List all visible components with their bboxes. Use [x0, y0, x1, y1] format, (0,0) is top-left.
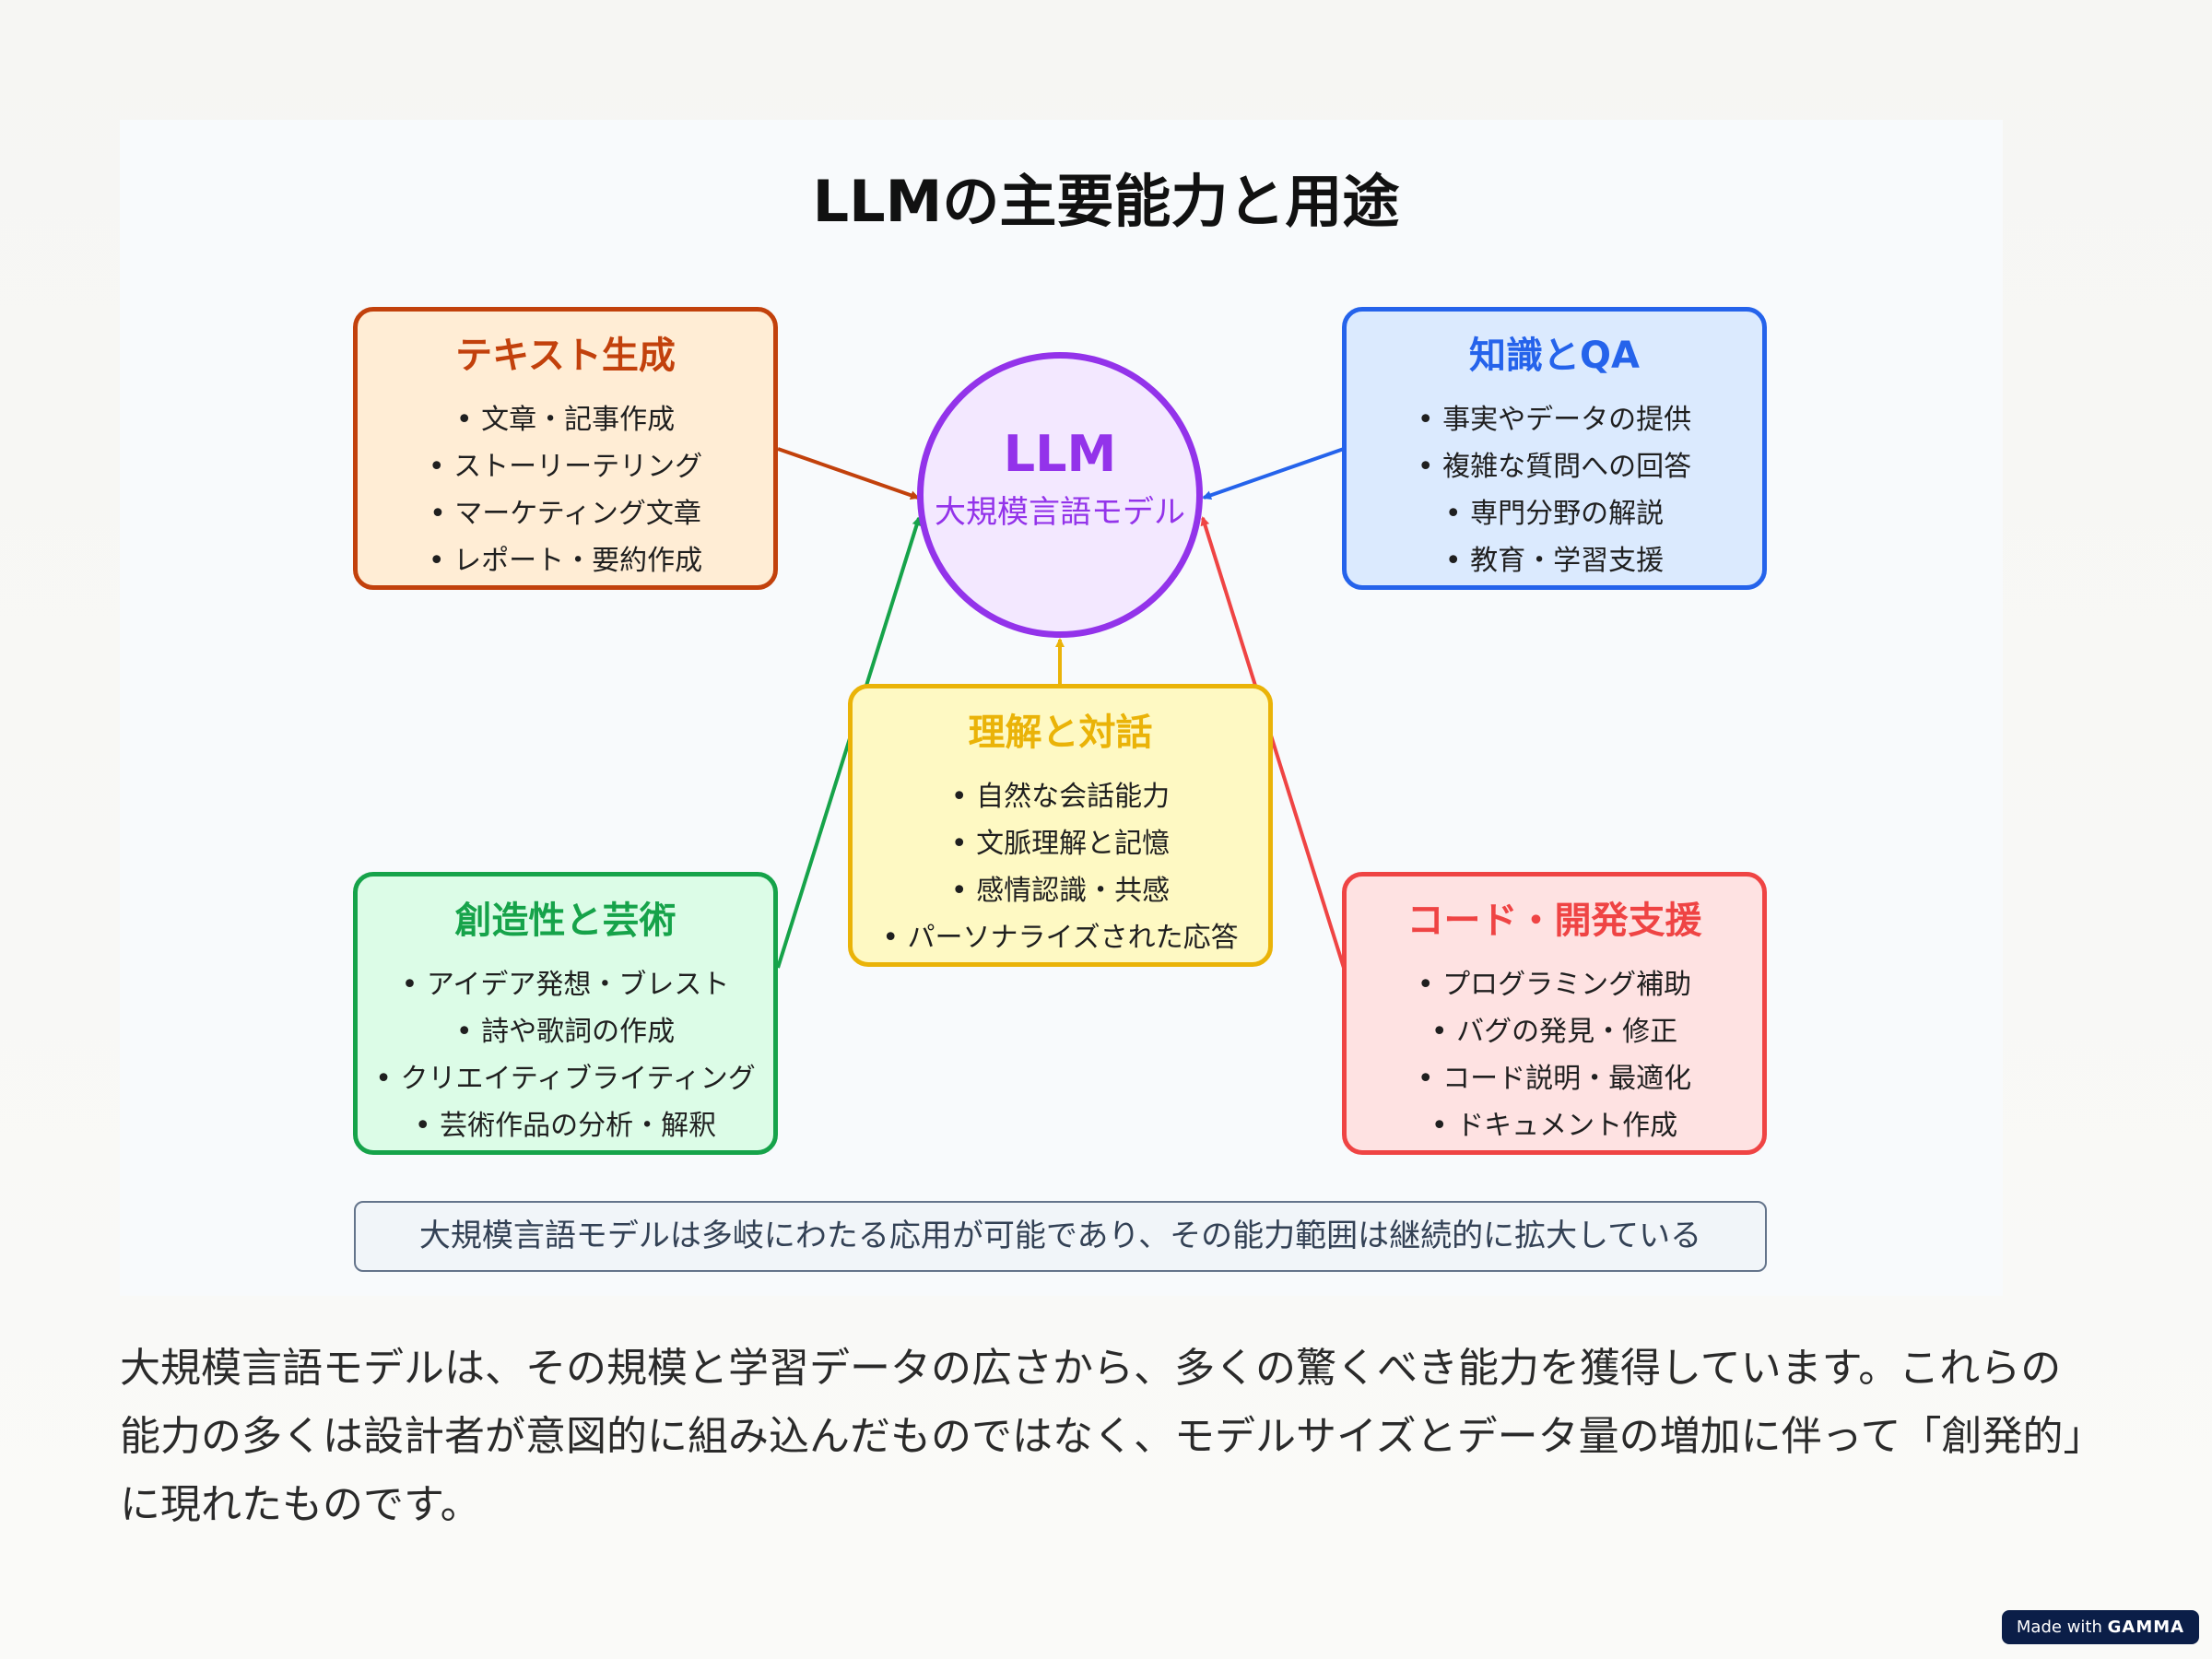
list-item: • 芸術作品の分析・解釈 — [414, 1110, 717, 1142]
connector-code — [1200, 516, 1346, 969]
list-item: • マーケティング文章 — [429, 498, 701, 530]
node-knowledge-qa-list: • 事実やデータの提供 • 複雑な質問への回答 • 専門分野の解説 • 教育・学… — [1347, 396, 1762, 584]
node-understanding: 理解と対話 • 自然な会話能力 • 文脈理解と記憶 • 感情認識・共感 • パー… — [848, 684, 1273, 967]
list-item: • レポート・要約作成 — [428, 545, 703, 577]
list-item: • コード説明・最適化 — [1417, 1063, 1692, 1095]
list-item: • プログラミング補助 — [1417, 969, 1692, 1001]
list-item: • アイデア発想・ブレスト — [401, 969, 730, 1001]
made-with-gamma-badge[interactable]: Made with GAMMA — [2002, 1610, 2199, 1644]
list-item: • ドキュメント作成 — [1430, 1110, 1678, 1142]
list-item: • 文脈理解と記憶 — [950, 828, 1171, 860]
diagram-title: LLMの主要能力と用途 — [812, 168, 1400, 235]
node-text-generation-title: テキスト生成 — [455, 335, 676, 377]
diagram-summary: 大規模言語モデルは多岐にわたる応用が可能であり、その能力範囲は継続的に拡大してい… — [354, 1201, 1767, 1272]
list-item: • パーソナライズされた応答 — [882, 922, 1239, 954]
list-item: • 感情認識・共感 — [950, 875, 1171, 907]
list-item: • バグの発見・修正 — [1430, 1016, 1678, 1048]
node-code-dev-list: • プログラミング補助 • バグの発見・修正 • コード説明・最適化 • ドキュ… — [1347, 961, 1762, 1149]
body-paragraph: 大規模言語モデルは、その規模と学習データの広さから、多くの驚くべき能力を獲得して… — [120, 1345, 2084, 1528]
list-item: • クリエイティブライティング — [375, 1063, 756, 1095]
node-code-dev-title: コード・開発支援 — [1406, 900, 1702, 942]
list-item: • 詩や歌詞の作成 — [455, 1016, 676, 1048]
list-item: • 自然な会話能力 — [950, 781, 1171, 813]
node-knowledge-qa-title: 知識とQA — [1469, 335, 1640, 377]
node-understanding-title: 理解と対話 — [968, 712, 1153, 754]
llm-label: LLM — [1003, 425, 1117, 483]
list-item: • 教育・学習支援 — [1444, 545, 1665, 577]
list-item: • 事実やデータの提供 — [1417, 404, 1692, 436]
list-item: • ストーリーテリング — [428, 451, 703, 483]
node-code-dev: コード・開発支援 • プログラミング補助 • バグの発見・修正 • コード説明・… — [1342, 872, 1767, 1155]
node-text-generation: テキスト生成 • 文章・記事作成 • ストーリーテリング • マーケティング文章… — [353, 307, 778, 590]
list-item: • 複雑な質問への回答 — [1417, 451, 1692, 483]
badge-prefix: Made with — [2016, 1618, 2102, 1637]
list-item: • 文章・記事作成 — [455, 404, 676, 436]
list-item: • 専門分野の解説 — [1444, 498, 1665, 530]
connector-knowledge-qa — [1202, 447, 1345, 500]
node-creativity-list: • アイデア発想・ブレスト • 詩や歌詞の作成 • クリエイティブライティング … — [358, 961, 773, 1149]
node-understanding-list: • 自然な会話能力 • 文脈理解と記憶 • 感情認識・共感 • パーソナライズさ… — [853, 773, 1268, 961]
llm-center-node: LLM 大規模言語モデル — [917, 352, 1203, 638]
node-creativity: 創造性と芸術 • アイデア発想・ブレスト • 詩や歌詞の作成 • クリエイティブ… — [353, 872, 778, 1155]
node-knowledge-qa: 知識とQA • 事実やデータの提供 • 複雑な質問への回答 • 専門分野の解説 … — [1342, 307, 1767, 590]
connector-text-generation — [777, 447, 920, 500]
gamma-logo: GAMMA — [2107, 1618, 2185, 1637]
node-creativity-title: 創造性と芸術 — [454, 900, 677, 942]
llm-sublabel: 大規模言語モデル — [935, 494, 1185, 531]
node-text-generation-list: • 文章・記事作成 • ストーリーテリング • マーケティング文章 • レポート… — [358, 396, 773, 584]
